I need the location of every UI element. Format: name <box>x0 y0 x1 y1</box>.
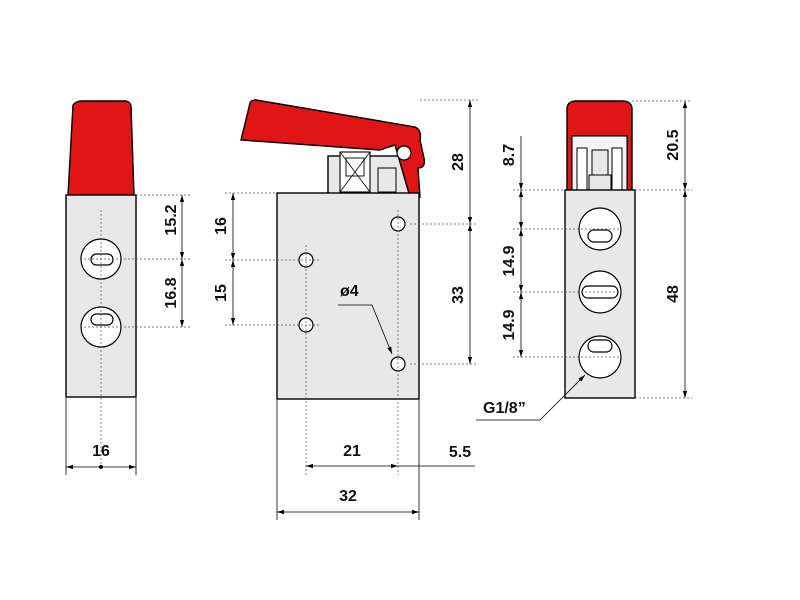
dim-right-lever-height: 20.5 <box>665 129 682 160</box>
dim-right-body-height: 48 <box>665 285 682 303</box>
dim-front-upper: 16 <box>213 217 230 235</box>
dim-left-spacing: 16.8 <box>163 277 180 308</box>
dim-right-spacing-2: 14.9 <box>501 309 518 340</box>
lever-pivot <box>396 145 412 161</box>
right-side-view: 8.7 14.9 14.9 20.5 48 G1/8” <box>476 100 692 421</box>
front-lever <box>240 99 426 198</box>
dim-front-width: 32 <box>339 488 357 505</box>
dim-front-hole-spacing: 33 <box>450 286 467 304</box>
left-lever <box>67 100 135 196</box>
dim-right-thread: G1/8” <box>483 400 526 417</box>
dim-left-width: 16 <box>92 443 110 460</box>
left-side-view: 15.2 16.8 16 <box>65 100 190 475</box>
right-port-top <box>578 207 622 251</box>
dim-left-upper: 15.2 <box>163 204 180 235</box>
front-view: 16 15 28 33 ø4 21 5.5 32 <box>213 99 478 520</box>
dim-front-lower: 15 <box>213 284 230 302</box>
dim-front-diameter: ø4 <box>340 283 359 300</box>
dim-right-cap: 8.7 <box>501 144 518 166</box>
dim-right-spacing-1: 14.9 <box>501 245 518 276</box>
dim-front-lever-height: 28 <box>450 153 467 171</box>
dim-front-hole-offset: 21 <box>343 443 361 460</box>
dim-front-hole-edge: 5.5 <box>449 444 471 461</box>
